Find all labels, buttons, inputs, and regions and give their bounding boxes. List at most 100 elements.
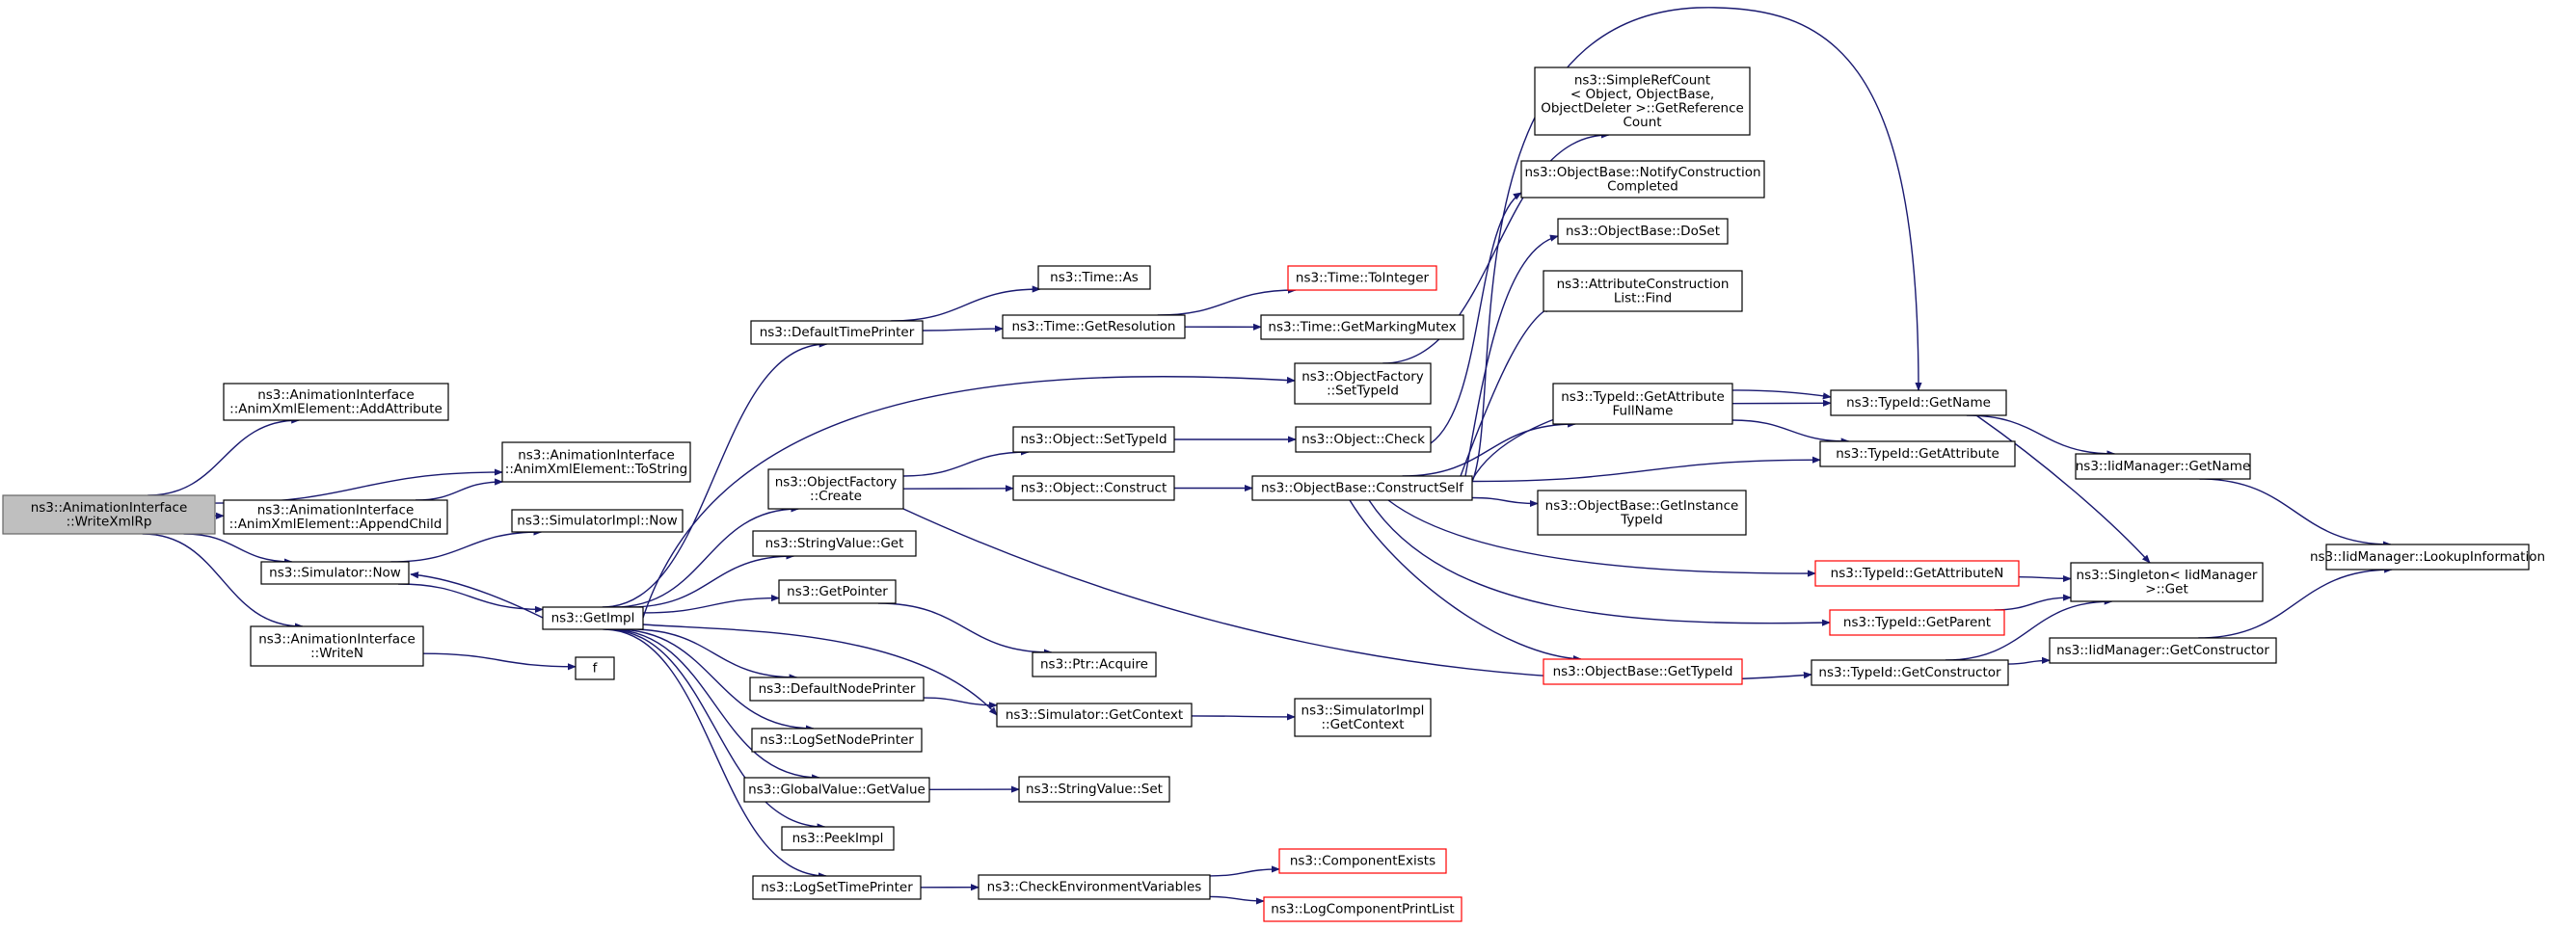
node-box (2075, 453, 2251, 480)
node-logCompPrintList[interactable]: ns3::LogComponentPrintList (1263, 896, 1462, 922)
node-logSetNodePrinter[interactable]: ns3::LogSetNodePrinter (751, 728, 923, 753)
node-box (1819, 440, 2016, 467)
node-box (1830, 389, 2007, 416)
node-timeToInteger[interactable]: ns3::Time::ToInteger (1287, 265, 1437, 291)
node-label: ns3::AnimationInterface (518, 447, 675, 463)
node-strGet[interactable]: ns3::StringValue::Get (752, 530, 917, 557)
node-label: ns3::Simulator::Now (269, 566, 401, 581)
node-label: ns3::Simulator::GetContext (1006, 707, 1183, 723)
edge-tidGetName-to-singletonGet (1975, 414, 2151, 564)
node-label: ns3::SimulatorImpl::Now (517, 514, 677, 529)
node-iidLookup[interactable]: ns3::IidManager::LookupInformation (2310, 544, 2545, 571)
edge-tidGetName-to-iidGetName (1966, 414, 2116, 458)
node-box (1552, 383, 1733, 425)
node-box (1012, 426, 1175, 453)
node-gvGetValue[interactable]: ns3::GlobalValue::GetValue (743, 777, 930, 803)
node-timeMarkMutex[interactable]: ns3::Time::GetMarkingMutex (1260, 314, 1464, 340)
node-tidGetAttribute[interactable]: ns3::TypeId::GetAttribute (1819, 440, 2016, 467)
node-simNow[interactable]: ns3::Simulator::Now (260, 561, 410, 585)
node-simImplNow[interactable]: ns3::SimulatorImpl::Now (511, 509, 684, 533)
node-root[interactable]: ns3::AnimationInterface::WriteXmlRp (2, 494, 216, 535)
edge-defaultTimePrinter-to-timeGetRes (922, 325, 1004, 332)
node-box (749, 677, 925, 702)
node-box (1037, 265, 1151, 290)
node-peekImpl[interactable]: ns3::PeekImpl (781, 826, 895, 851)
node-obConstructSelf[interactable]: ns3::ObjectBase::ConstructSelf (1251, 475, 1473, 501)
node-getPointer[interactable]: ns3::GetPointer (778, 579, 897, 604)
node-timeGetRes[interactable]: ns3::Time::GetResolution (1002, 314, 1186, 339)
node-label: >::Get (2145, 581, 2187, 597)
node-label: ns3::LogSetTimePrinter (761, 880, 913, 895)
edge-getImpl-to-simGetContext (642, 624, 998, 716)
node-compExists[interactable]: ns3::ComponentExists (1278, 848, 1447, 874)
edge-obConstructSelf-to-tidGetAttrFullName (1402, 420, 1577, 477)
node-tidGetParent[interactable]: ns3::TypeId::GetParent (1829, 609, 2005, 636)
node-label: ns3::AnimationInterface (257, 502, 415, 518)
node-writeN[interactable]: ns3::AnimationInterface::WriteN (250, 625, 424, 667)
node-label: ns3::ObjectBase::NotifyConstruction (1524, 165, 1760, 180)
node-iidGetName[interactable]: ns3::IidManager::GetName (2075, 453, 2251, 480)
node-box (501, 441, 691, 483)
edge-simNow-to-simImplNow (390, 528, 543, 563)
node-ofCreate[interactable]: ns3::ObjectFactory::Create (767, 468, 904, 510)
node-toString[interactable]: ns3::AnimationInterface::AnimXmlElement:… (501, 441, 691, 483)
node-box (1543, 658, 1743, 685)
node-obDoSet[interactable]: ns3::ObjectBase::DoSet (1557, 218, 1729, 245)
node-label: ns3::Object::Construct (1021, 481, 1167, 496)
edge-defaultNodePrinter-to-simGetContext (923, 697, 998, 709)
node-singletonGet[interactable]: ns3::Singleton< IidManager>::Get (2070, 562, 2264, 602)
node-timeAs[interactable]: ns3::Time::As (1037, 265, 1151, 290)
node-label: < Object, ObjectBase, (1570, 87, 1714, 102)
node-defaultNodePrinter[interactable]: ns3::DefaultNodePrinter (749, 677, 925, 702)
node-iidGetConstructor[interactable]: ns3::IidManager::GetConstructor (2049, 637, 2277, 664)
node-simGetContext[interactable]: ns3::Simulator::GetContext (996, 703, 1193, 728)
node-box (1032, 651, 1157, 677)
edge-ofSetTypeId-to-srcGetRefCount (1382, 131, 1610, 364)
edge-timeGetRes-to-timeToInteger (1157, 286, 1297, 316)
edge-obConstructSelf-to-tidGetParent (1368, 499, 1831, 626)
edge-iidGetConstructor-to-iidLookup (2198, 566, 2394, 639)
node-label: ns3::SimpleRefCount (1574, 72, 1710, 88)
edge-obConstructSelf-to-obGetInstTypeId (1471, 496, 1539, 508)
node-label: ns3::PeekImpl (792, 831, 884, 846)
edge-tidGetParent-to-singletonGet (1994, 594, 2072, 611)
node-objSetTypeId[interactable]: ns3::Object::SetTypeId (1012, 426, 1175, 453)
node-box (752, 530, 917, 557)
node-box (1520, 160, 1765, 199)
edge-obConstructSelf-to-srcGetRefCount (1471, 7, 1922, 483)
node-objConstruct[interactable]: ns3::Object::Construct (1012, 475, 1175, 501)
node-label: ns3::ObjectBase::ConstructSelf (1261, 481, 1464, 496)
edge-getImpl-to-gvGetValue (608, 628, 821, 782)
node-obNotifyConstr[interactable]: ns3::ObjectBase::NotifyConstructionCompl… (1520, 160, 1765, 199)
node-box (1002, 314, 1186, 339)
edge-getImpl-to-strGet (629, 552, 795, 608)
node-defaultTimePrinter[interactable]: ns3::DefaultTimePrinter (750, 320, 924, 345)
node-label: ns3::CheckEnvironmentVariables (987, 880, 1202, 895)
edge-obConstructSelf-to-acListFind (1460, 305, 1553, 477)
edge-simGetContext-to-simImplGetContext (1191, 713, 1296, 721)
node-checkEnv[interactable]: ns3::CheckEnvironmentVariables (978, 874, 1211, 900)
node-addAttr[interactable]: ns3::AnimationInterface::AnimXmlElement:… (223, 383, 449, 421)
node-tidGetName[interactable]: ns3::TypeId::GetName (1830, 389, 2007, 416)
node-box (1814, 560, 2020, 587)
node-tidGetAttributeN[interactable]: ns3::TypeId::GetAttributeN (1814, 560, 2020, 587)
node-box (1278, 848, 1447, 874)
edge-iidGetName-to-iidLookup (2199, 478, 2392, 548)
node-logSetTimePrinter[interactable]: ns3::LogSetTimePrinter (752, 875, 922, 900)
node-getImpl[interactable]: ns3::GetImpl (542, 606, 644, 630)
node-strSet[interactable]: ns3::StringValue::Set (1018, 776, 1170, 803)
node-label: ::GetContext (1321, 717, 1404, 732)
node-f[interactable]: f (575, 656, 615, 680)
node-obGetTypeId[interactable]: ns3::ObjectBase::GetTypeId (1543, 658, 1743, 685)
node-objCheck[interactable]: ns3::Object::Check (1295, 426, 1432, 453)
node-ofSetTypeId[interactable]: ns3::ObjectFactory::SetTypeId (1294, 362, 1432, 405)
node-srcGetRefCount[interactable]: ns3::SimpleRefCount< Object, ObjectBase,… (1534, 66, 1751, 136)
node-simImplGetContext[interactable]: ns3::SimulatorImpl::GetContext (1294, 698, 1432, 737)
node-ptrAcquire[interactable]: ns3::Ptr::Acquire (1032, 651, 1157, 677)
node-appendChild[interactable]: ns3::AnimationInterface::AnimXmlElement:… (223, 499, 448, 535)
node-tidGetConstructor[interactable]: ns3::TypeId::GetConstructor (1811, 659, 2009, 686)
node-label: ObjectDeleter >::GetReference (1541, 100, 1744, 116)
